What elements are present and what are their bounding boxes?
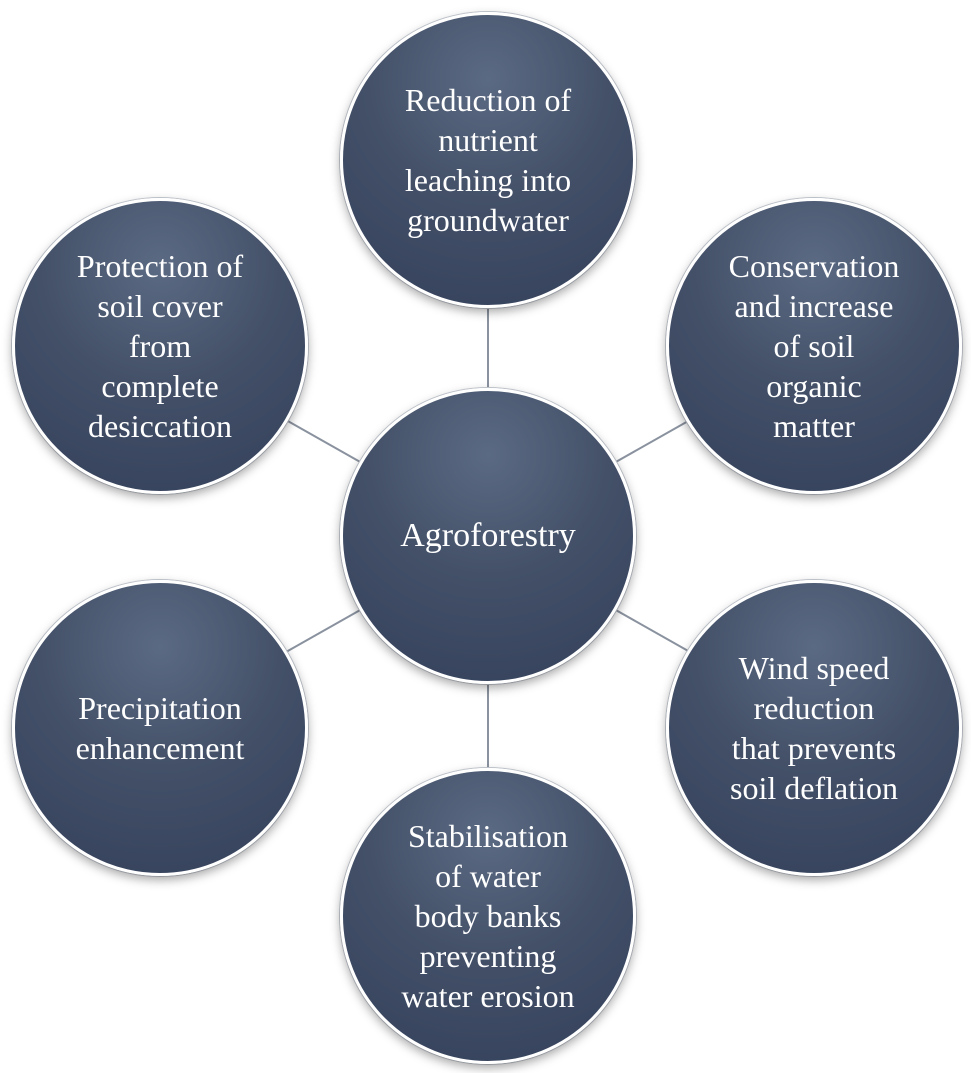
node-upper-left: Protection of soil cover from complete d… — [12, 198, 308, 494]
node-top: Reduction of nutrient leaching into grou… — [340, 12, 636, 308]
connector-upper-right — [613, 419, 691, 464]
node-center-label: Agroforestry — [400, 517, 576, 554]
node-upper-right: Conservation and increase of soil organi… — [666, 198, 962, 494]
connector-lower-left — [285, 608, 363, 653]
node-bottom: Stabilisation of water body banks preven… — [340, 768, 636, 1064]
node-lower-right: Wind speed reduction that prevents soil … — [666, 580, 962, 876]
node-top-label: Reduction of nutrient leaching into grou… — [404, 82, 572, 238]
node-lower-left: Precipitation enhancement — [12, 580, 308, 876]
connector-upper-left — [285, 419, 363, 464]
node-lower-left-label: Precipitation enhancement — [75, 690, 245, 766]
node-upper-left-label: Protection of soil cover from complete d… — [76, 248, 244, 444]
node-lower-right-label: Wind speed reduction that prevents soil … — [730, 650, 898, 806]
node-bottom-label: Stabilisation of water body banks preven… — [401, 818, 575, 1014]
connector-lower-right — [613, 608, 691, 653]
node-upper-right-label: Conservation and increase of soil organi… — [728, 248, 900, 444]
node-center: Agroforestry — [340, 388, 636, 684]
